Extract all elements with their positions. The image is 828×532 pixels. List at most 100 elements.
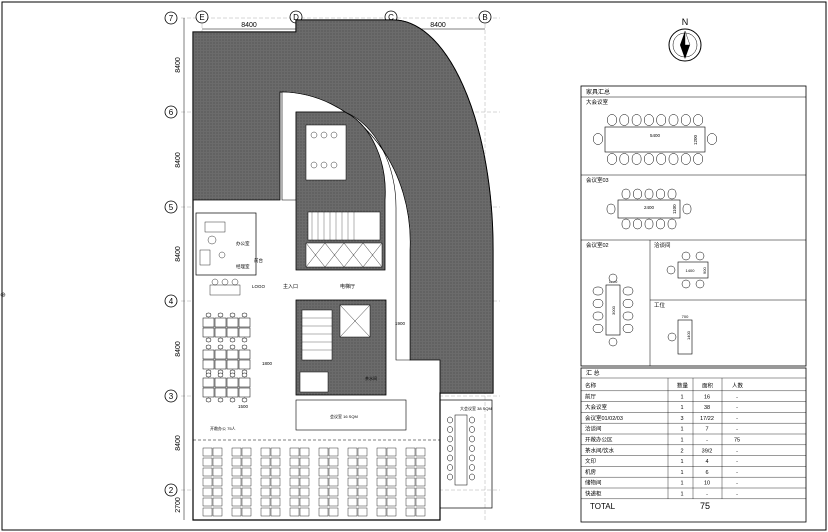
summary-cell: - xyxy=(736,459,738,465)
nego-dim-h: 900 xyxy=(702,267,707,274)
chair-symbol xyxy=(644,188,654,200)
desk-symbol xyxy=(202,497,213,507)
chair-symbol xyxy=(205,344,212,350)
table-02-dim-h: 3000 xyxy=(611,305,616,315)
summary-cell: 16 xyxy=(704,394,710,400)
table-03-chairs xyxy=(606,188,692,230)
desk-symbol xyxy=(270,447,281,457)
summary-cell: 1 xyxy=(680,459,683,465)
chair-symbol xyxy=(469,445,475,452)
desk-symbol xyxy=(260,477,271,487)
desk-symbol xyxy=(357,477,368,487)
dim-1900: 1900 xyxy=(395,321,406,326)
chair-symbol xyxy=(469,435,475,443)
desk-symbol xyxy=(212,487,223,497)
chair-symbol xyxy=(592,286,604,296)
desk-symbol xyxy=(260,487,271,497)
desk-symbol xyxy=(357,497,368,507)
grid-label-left: 6 xyxy=(169,108,174,117)
logo-label: LOGO xyxy=(252,284,266,289)
chair-symbol xyxy=(667,218,677,230)
desk-symbol xyxy=(270,467,281,477)
desk-symbol xyxy=(415,467,426,477)
summary-cell: 1 xyxy=(680,438,683,444)
chair-symbol xyxy=(693,114,703,126)
grid-label-left: 2 xyxy=(169,486,174,495)
entrance-label: 主入口 xyxy=(283,283,298,290)
desk-symbol xyxy=(357,467,368,477)
desk-symbol xyxy=(318,447,329,457)
desk-symbol xyxy=(328,497,339,507)
desk-symbol xyxy=(212,477,223,487)
desk-symbol xyxy=(386,457,397,467)
dim-left: 8400 xyxy=(175,246,182,262)
desk-symbol xyxy=(231,447,242,457)
summary-cell: - xyxy=(736,427,738,433)
summary-cell: 1 xyxy=(680,427,683,433)
summary-cell: 洽谈间 xyxy=(585,425,602,433)
desk-symbol xyxy=(212,467,223,477)
desk-symbol xyxy=(386,467,397,477)
desk-symbol xyxy=(376,497,387,507)
chair-symbol xyxy=(447,416,453,424)
table-02-symbol xyxy=(605,284,621,336)
desk-symbol xyxy=(415,477,426,487)
big-table-dim-w: 5400 xyxy=(650,133,661,138)
desk-symbol xyxy=(202,349,215,360)
desk-symbol xyxy=(386,497,397,507)
desk-symbol xyxy=(357,457,368,467)
chair-symbol xyxy=(681,251,691,261)
desk-symbol xyxy=(202,507,213,517)
grid-label-top: E xyxy=(199,13,204,22)
summary-cell: 75 xyxy=(734,438,740,444)
summary-cell: - xyxy=(706,438,708,444)
desk-symbol xyxy=(231,467,242,477)
dim-top: 8400 xyxy=(430,22,446,29)
legend-section-work: 工位 xyxy=(654,301,666,309)
chair-symbol xyxy=(668,114,679,126)
legend-section-03: 会议室03 xyxy=(586,176,609,184)
dim-left: 8400 xyxy=(175,57,182,73)
desk-symbol xyxy=(214,387,227,398)
summary-cell: 储物间 xyxy=(585,479,602,487)
desk-symbol xyxy=(318,467,329,477)
dim-top: 8400 xyxy=(241,22,257,29)
summary-cell: 7 xyxy=(705,427,708,433)
desk-symbol xyxy=(347,447,358,457)
chair-symbol xyxy=(229,372,236,378)
desk-symbol xyxy=(212,507,223,517)
summary-cell: - xyxy=(706,492,708,498)
summary-cell: - xyxy=(736,492,738,498)
desk-symbol xyxy=(241,457,252,467)
desk-symbol xyxy=(202,327,215,338)
chair-symbol xyxy=(593,133,603,145)
work-chair xyxy=(667,332,677,342)
summary-cell: 1 xyxy=(680,492,683,498)
desk-symbol xyxy=(226,377,239,388)
desk-symbol xyxy=(328,487,339,497)
desk-symbol xyxy=(405,497,416,507)
chair-symbol xyxy=(241,312,248,318)
desk-symbol xyxy=(260,507,271,517)
desk-symbol xyxy=(289,467,300,477)
grid-label-top: D xyxy=(293,13,299,22)
summary-header-cell: 数量 xyxy=(677,382,689,390)
desk-symbol xyxy=(405,487,416,497)
desk-symbol xyxy=(299,487,310,497)
chair-symbol xyxy=(205,337,212,343)
chair-symbol xyxy=(217,372,224,378)
left-workstations xyxy=(202,312,251,403)
room-label-b: 经理室 xyxy=(236,263,250,269)
chair-symbol xyxy=(229,344,236,350)
summary-header-cell: 人数 xyxy=(732,382,744,390)
chair-symbol xyxy=(667,188,677,200)
desk-symbol xyxy=(357,507,368,517)
summary-cell: 开敞办公区 xyxy=(585,436,613,444)
reception-label: 前台 xyxy=(254,257,263,264)
chair-symbol xyxy=(592,324,604,333)
desk-symbol xyxy=(386,477,397,487)
elevator-hall-label: 电梯厅 xyxy=(340,283,355,290)
desk-symbol xyxy=(357,487,368,497)
